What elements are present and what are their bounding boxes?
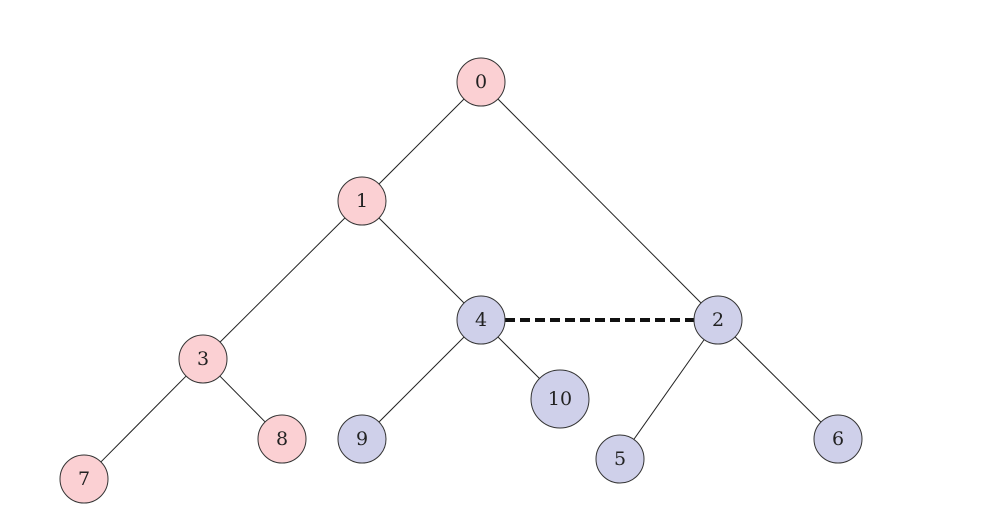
edge-2-6: [734, 336, 822, 423]
node-4-label: 4: [475, 309, 487, 331]
node-8-label: 8: [276, 428, 288, 450]
node-0-label: 0: [475, 71, 487, 93]
edge-0-1: [378, 98, 465, 185]
node-0: 0: [456, 57, 506, 107]
nodes-layer: 0 1 2 3 4 5 6 7 8 9 10: [59, 57, 863, 504]
node-10: 10: [530, 369, 590, 429]
node-1-label: 1: [356, 190, 368, 212]
node-9-label: 9: [356, 428, 368, 450]
edges-layer: [100, 98, 822, 463]
edge-4-10: [497, 336, 540, 379]
edge-3-8: [219, 375, 266, 423]
node-10-label: 10: [548, 388, 572, 410]
edge-1-4: [378, 217, 465, 304]
node-9-circle: [337, 414, 387, 464]
node-5-circle: [595, 434, 645, 484]
node-3-label: 3: [197, 348, 209, 370]
node-5: 5: [595, 434, 645, 484]
node-3-circle: [178, 334, 228, 384]
node-8: 8: [257, 414, 307, 464]
node-3: 3: [178, 334, 228, 384]
edge-3-7: [100, 375, 187, 463]
node-6-label: 6: [832, 428, 844, 450]
node-2-label: 2: [712, 309, 724, 331]
edge-2-5: [633, 339, 705, 440]
node-5-label: 5: [614, 448, 626, 470]
node-4: 4: [456, 295, 506, 345]
edge-1-3: [219, 217, 346, 343]
edge-4-9: [378, 336, 465, 423]
edge-0-2: [497, 98, 702, 304]
node-6-circle: [813, 414, 863, 464]
node-7-circle: [59, 454, 109, 504]
node-1-circle: [337, 176, 387, 226]
node-4-circle: [456, 295, 506, 345]
node-1: 1: [337, 176, 387, 226]
node-7: 7: [59, 454, 109, 504]
node-10-circle: [530, 369, 590, 429]
node-9: 9: [337, 414, 387, 464]
node-8-circle: [257, 414, 307, 464]
node-2-circle: [693, 295, 743, 345]
node-2: 2: [693, 295, 743, 345]
node-0-circle: [456, 57, 506, 107]
node-7-label: 7: [78, 468, 90, 490]
node-6: 6: [813, 414, 863, 464]
